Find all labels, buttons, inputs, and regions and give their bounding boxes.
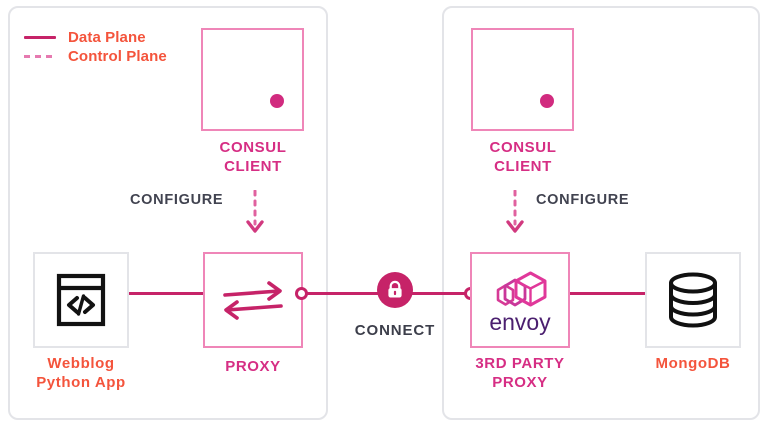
configure-label-left: CONFIGURE	[130, 192, 224, 208]
envoy-logo-icon: envoy	[489, 271, 551, 335]
database-cylinder-icon	[669, 272, 717, 328]
envoy-proxy-label-line1: 3RD PARTY	[475, 355, 565, 372]
proxy-port-connector-left	[295, 287, 308, 300]
legend: Data Plane Control Plane	[22, 28, 202, 66]
consul-client-label-right-line1: CONSUL	[489, 139, 557, 156]
consul-client-box-icon	[540, 94, 554, 108]
bidirectional-arrows-icon	[223, 281, 283, 320]
connect-badge	[377, 272, 413, 308]
wire-envoy-to-database	[568, 292, 647, 295]
configure-label-right: CONFIGURE	[536, 192, 630, 208]
wire-proxy-to-connect	[301, 292, 378, 295]
consul-client-label-left-line2: CLIENT	[224, 158, 282, 175]
proxy-label: PROXY	[225, 358, 281, 375]
configure-group-left: CONFIGURE	[130, 190, 290, 242]
dashed-down-arrow-icon-left	[246, 190, 264, 233]
dashed-line-icon	[22, 50, 58, 64]
webblog-app-label: Webblog Python App	[0, 354, 171, 392]
connect-label: CONNECT	[354, 322, 436, 339]
consul-client-label-right: CONSUL CLIENT	[453, 138, 593, 176]
consul-client-label-right-line2: CLIENT	[494, 158, 552, 175]
legend-item-data-plane: Data Plane	[22, 28, 202, 47]
wire-app-to-proxy	[129, 292, 205, 295]
legend-label-control-plane: Control Plane	[68, 48, 167, 65]
mongodb-label: MongoDB	[655, 355, 731, 372]
lock-icon	[388, 280, 402, 298]
envoy-proxy-label-line2: PROXY	[492, 374, 548, 391]
envoy-proxy-box: envoy	[470, 252, 570, 348]
webblog-app-label-line2: Python App	[36, 374, 126, 391]
envoy-logo-text: envoy	[489, 309, 551, 335]
legend-label-data-plane: Data Plane	[68, 29, 146, 46]
consul-client-box-left	[201, 28, 304, 131]
consul-client-label-left-line1: CONSUL	[219, 139, 287, 156]
wire-connect-to-envoy	[406, 292, 474, 295]
dashed-down-arrow-icon-right	[506, 190, 524, 233]
code-window-icon	[56, 273, 106, 327]
webblog-app-label-line1: Webblog	[47, 355, 115, 372]
webblog-app-box	[33, 252, 129, 348]
solid-line-icon	[22, 31, 58, 45]
legend-item-control-plane: Control Plane	[22, 47, 202, 66]
consul-client-label-left: CONSUL CLIENT	[183, 138, 323, 176]
consul-client-box-right	[471, 28, 574, 131]
mongodb-box	[645, 252, 741, 348]
envoy-proxy-label: 3RD PARTY PROXY	[430, 354, 610, 392]
configure-group-right: CONFIGURE	[498, 190, 658, 242]
proxy-box	[203, 252, 303, 348]
consul-client-box-icon	[270, 94, 284, 108]
